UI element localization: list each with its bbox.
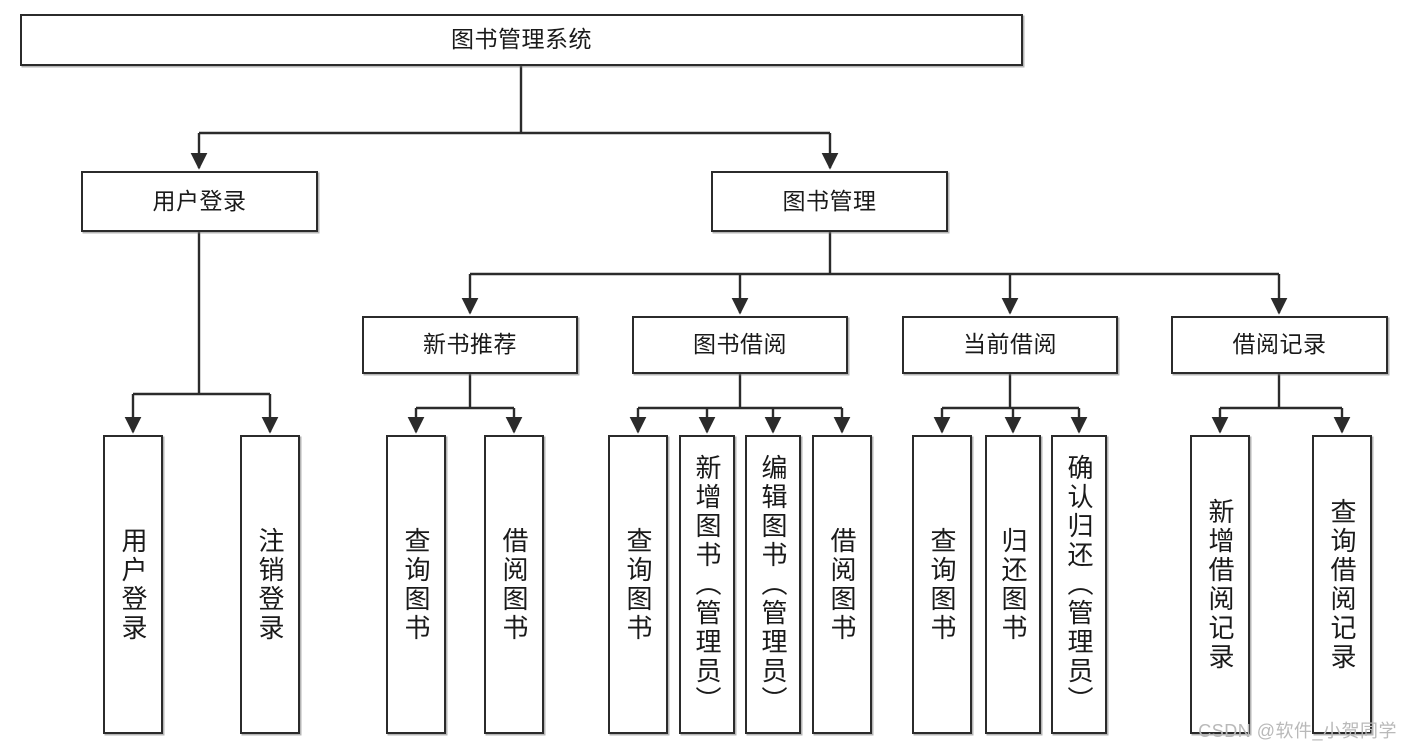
node-new-book-rec[interactable]: 新书推荐 [362,316,578,374]
node-root-label: 图书管理系统 [451,26,592,53]
leaf-edit-book-label: 编辑图书（管理员） [758,454,788,715]
node-book-manage-label: 图书管理 [782,187,877,214]
leaf-borrow-book-2[interactable]: 借阅图书 [812,435,872,734]
node-current-borrow[interactable]: 当前借阅 [902,316,1118,374]
watermark-text: CSDN @软件_小贺同学 [1198,721,1397,741]
leaf-confirm-return[interactable]: 确认归还（管理员） [1051,435,1107,734]
leaf-query-book-3[interactable]: 查询图书 [912,435,972,734]
leaf-borrow-book-1[interactable]: 借阅图书 [484,435,544,734]
leaf-return-book[interactable]: 归还图书 [985,435,1041,734]
leaf-user-logout[interactable]: 注销登录 [240,435,300,734]
leaf-borrow-book-2-label: 借阅图书 [827,526,857,643]
node-book-borrow[interactable]: 图书借阅 [632,316,848,374]
leaf-add-book[interactable]: 新增图书（管理员） [679,435,735,734]
leaf-query-book-1[interactable]: 查询图书 [386,435,446,734]
leaf-query-record-label: 查询借阅记录 [1327,497,1357,672]
leaf-query-book-3-label: 查询图书 [927,526,957,643]
leaf-confirm-return-label: 确认归还（管理员） [1064,454,1094,715]
leaf-add-book-label: 新增图书（管理员） [692,454,722,715]
leaf-return-book-label: 归还图书 [998,526,1028,643]
leaf-user-logout-label: 注销登录 [255,526,285,643]
node-current-borrow-label: 当前借阅 [963,331,1057,358]
node-borrow-record-label: 借阅记录 [1232,331,1327,358]
leaf-user-login[interactable]: 用户登录 [103,435,163,734]
leaf-edit-book[interactable]: 编辑图书（管理员） [745,435,801,734]
leaf-query-book-2-label: 查询图书 [623,526,653,643]
leaf-borrow-book-1-label: 借阅图书 [499,526,529,643]
node-new-book-rec-label: 新书推荐 [423,331,517,358]
leaf-add-record[interactable]: 新增借阅记录 [1190,435,1250,734]
leaf-query-book-2[interactable]: 查询图书 [608,435,668,734]
node-user-login-label: 用户登录 [152,187,247,214]
leaf-add-record-label: 新增借阅记录 [1205,497,1235,672]
node-root[interactable]: 图书管理系统 [20,14,1023,66]
node-borrow-record[interactable]: 借阅记录 [1171,316,1388,374]
node-user-login[interactable]: 用户登录 [81,171,318,232]
leaf-user-login-label: 用户登录 [118,526,148,643]
leaf-query-record[interactable]: 查询借阅记录 [1312,435,1372,734]
node-book-borrow-label: 图书借阅 [693,331,787,358]
leaf-query-book-1-label: 查询图书 [401,526,431,643]
node-book-manage[interactable]: 图书管理 [711,171,948,232]
